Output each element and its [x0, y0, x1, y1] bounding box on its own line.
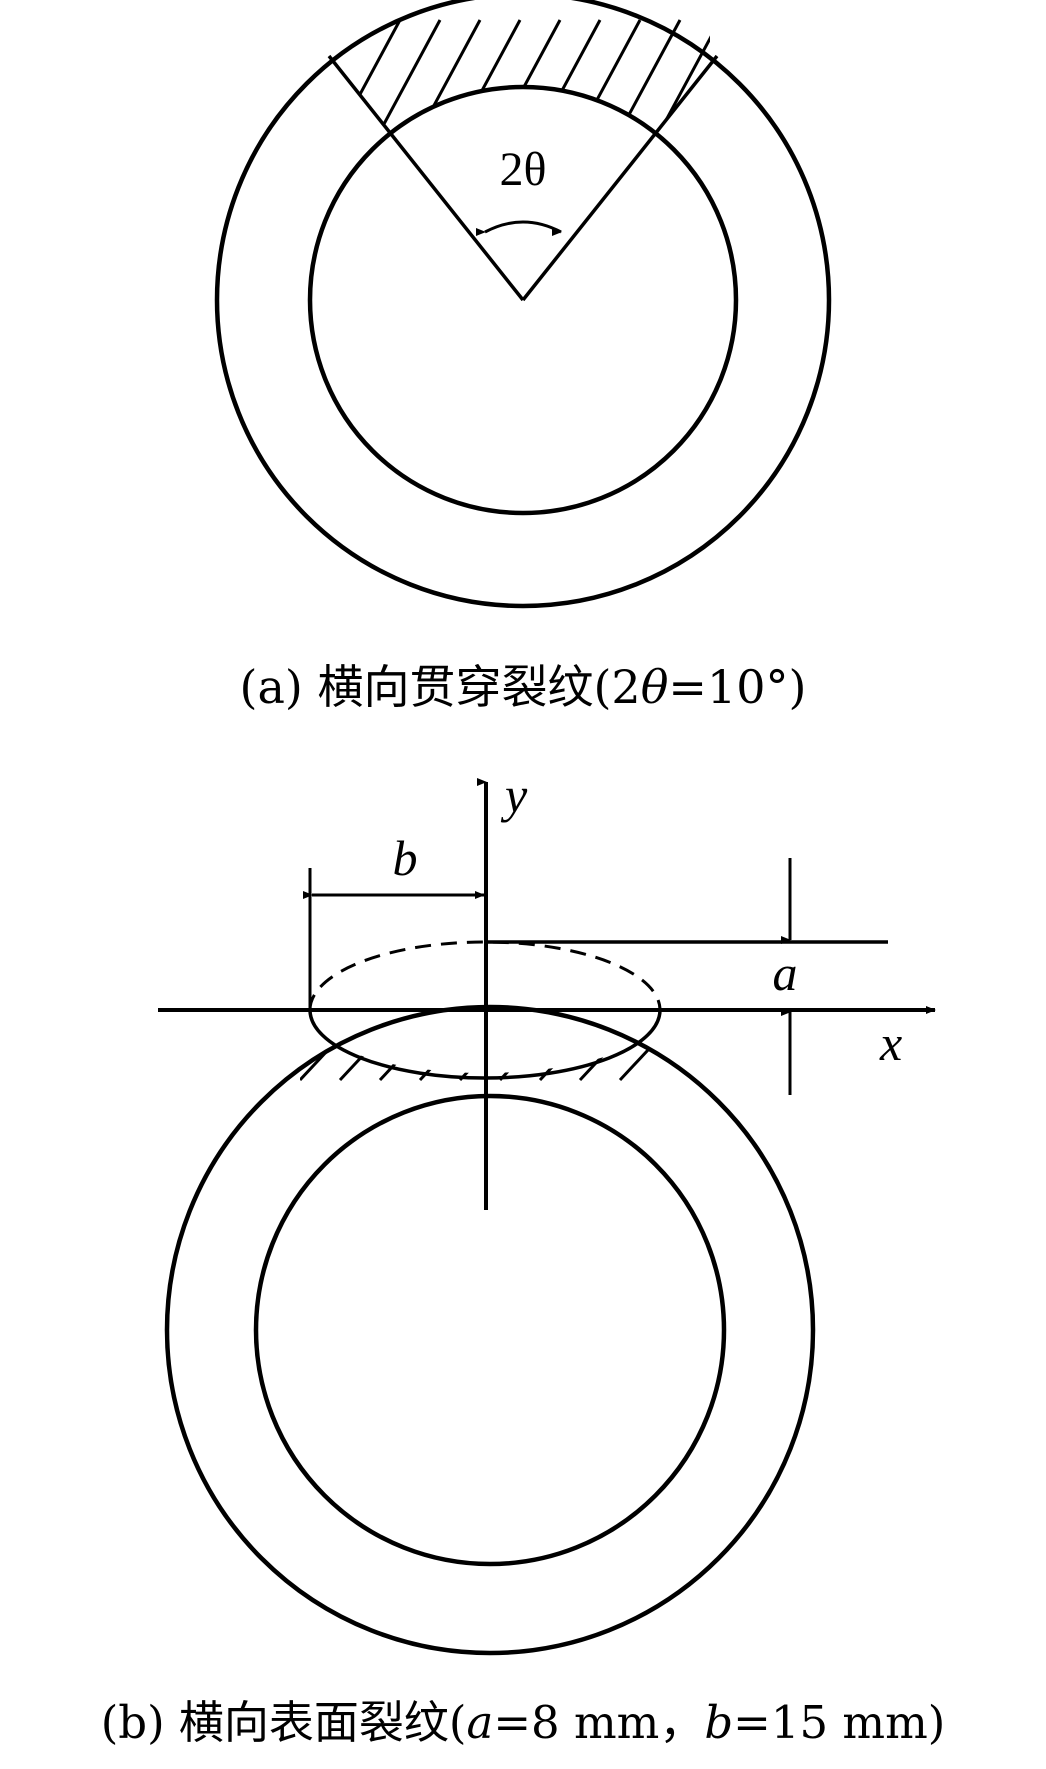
- caption-a-prefix: (a) 横向贯穿裂纹(2: [239, 660, 641, 714]
- angle-arc: [476, 220, 562, 236]
- caption-b-b-var: b: [704, 1696, 734, 1749]
- caption-b-prefix: (b) 横向表面裂纹(: [100, 1696, 467, 1749]
- caption-a-theta: θ: [640, 660, 669, 714]
- caption-a-suffix: =10°): [668, 660, 807, 714]
- y-axis-label: y: [500, 767, 528, 823]
- angle-label: 2θ: [500, 143, 547, 196]
- outer-circle-b: [164, 1004, 816, 1656]
- caption-b-a-value: =8 mm，: [493, 1696, 705, 1749]
- dim-a-label: a: [773, 945, 798, 1001]
- pipe-cross-section-a: 2θ: [214, 0, 832, 609]
- crack-ellipse-dashed: [308, 940, 662, 1011]
- caption-b: (b) 横向表面裂纹(a=8 mm，b=15 mm): [0, 1700, 1046, 1745]
- wedge-line-left: [327, 54, 525, 302]
- inner-circle-b: [253, 1093, 727, 1567]
- caption-a: (a) 横向贯穿裂纹(2θ=10°): [0, 664, 1046, 710]
- dim-b-label: b: [393, 830, 418, 886]
- wedge-line-right: [521, 54, 719, 302]
- crack-hatch-b: [300, 1010, 669, 1082]
- outer-circle-a: [214, 0, 832, 609]
- caption-b-b-value: =15 mm): [733, 1696, 946, 1749]
- x-axis-label: x: [879, 1015, 902, 1071]
- caption-b-a-var: a: [466, 1696, 494, 1749]
- pipe-cross-section-b: y x b a: [158, 767, 936, 1656]
